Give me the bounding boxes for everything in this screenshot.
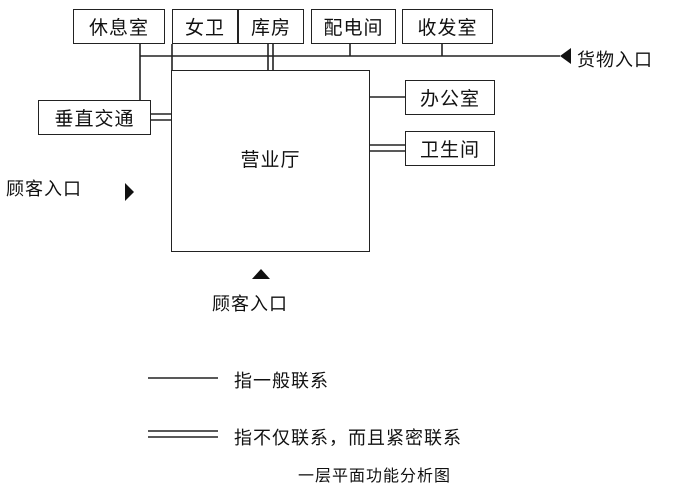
- room-vertical-circulation-label: 垂直交通: [54, 108, 135, 130]
- room-female-wc-label: 女卫: [184, 17, 225, 39]
- goods-entrance-arrow: [560, 48, 571, 64]
- room-toilet: 卫生间: [405, 131, 495, 166]
- room-receiving-label: 收发室: [417, 17, 478, 39]
- customer-entrance-left-arrow: [125, 183, 134, 201]
- room-power-label: 配电间: [323, 17, 384, 39]
- room-rest-room-label: 休息室: [88, 17, 149, 39]
- room-female-wc: 女卫: [172, 9, 238, 44]
- room-sales-hall: 营业厅: [171, 70, 370, 252]
- goods-entrance-label: 货物入口: [577, 50, 653, 71]
- room-toilet-label: 卫生间: [419, 139, 480, 161]
- room-sales-hall-label: 营业厅: [240, 149, 301, 171]
- room-storage: 库房: [238, 9, 304, 44]
- legend-single-label: 指一般联系: [234, 371, 329, 392]
- customer-entrance-bottom-label: 顾客入口: [212, 294, 288, 315]
- customer-entrance-bottom-arrow: [252, 269, 270, 279]
- room-office: 办公室: [405, 80, 495, 115]
- room-power: 配电间: [311, 9, 396, 44]
- diagram-caption: 一层平面功能分析图: [298, 466, 452, 485]
- room-receiving: 收发室: [402, 9, 493, 44]
- room-rest-room: 休息室: [73, 9, 165, 44]
- room-storage-label: 库房: [250, 17, 291, 39]
- room-vertical-circulation: 垂直交通: [38, 100, 151, 135]
- room-office-label: 办公室: [419, 88, 480, 110]
- customer-entrance-left-label: 顾客入口: [6, 179, 82, 200]
- legend-double-label: 指不仅联系，而且紧密联系: [234, 428, 462, 449]
